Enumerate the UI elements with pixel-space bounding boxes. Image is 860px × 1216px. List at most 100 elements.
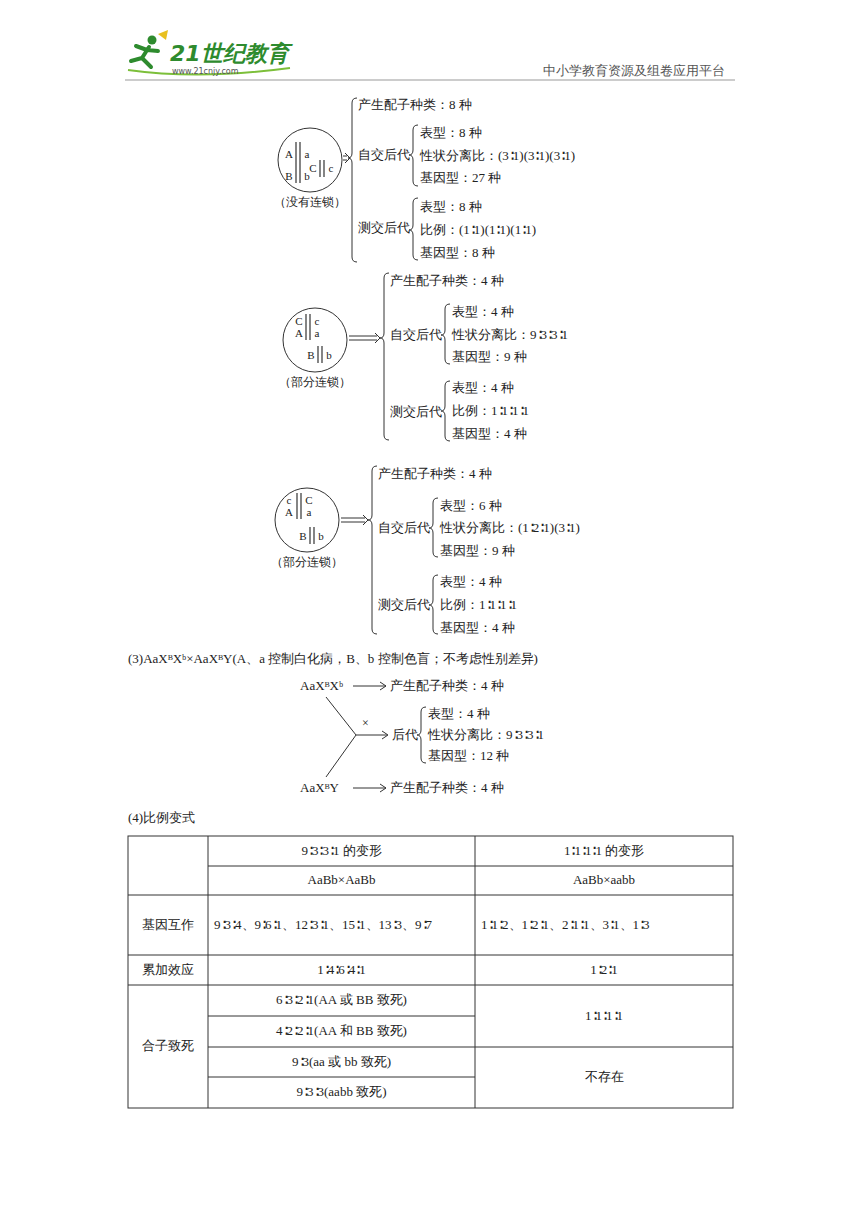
curly-brace xyxy=(409,125,418,186)
tree-label: 表型：4 种 xyxy=(428,704,490,724)
tree-label: × xyxy=(362,716,369,730)
table-cell: 不存在 xyxy=(475,1047,733,1108)
tree-label: 自交后代 xyxy=(378,518,430,538)
table-cell: 9∶3∶3∶1 的变形 xyxy=(208,836,475,866)
table-cell: 9∶3∶3(aabb 致死) xyxy=(208,1077,475,1108)
gene-letter: B xyxy=(299,531,306,542)
tree-label: 表型：4 种 xyxy=(452,378,514,398)
table-cell: AaBb×aabb xyxy=(475,866,733,895)
tree-label: AaXᴮXᵇ xyxy=(300,676,343,696)
tree-label: 测交后代 xyxy=(390,402,442,422)
gene-letter: A xyxy=(285,507,293,518)
gene-letter: b xyxy=(318,531,324,542)
curly-brace xyxy=(409,198,418,260)
gene-letter: A xyxy=(295,328,303,339)
tree-label: 基因型：9 种 xyxy=(452,347,527,367)
gene-letter: a xyxy=(307,507,312,518)
diagram-caption: （没有连锁） xyxy=(260,194,360,211)
table-cell: 基因互作 xyxy=(128,895,208,955)
tree-label: 产生配子种类：8 种 xyxy=(358,95,472,115)
table-cell: 4∶2∶2∶1(AA 和 BB 致死) xyxy=(208,1016,475,1047)
section-heading: (3)AaXᴮXᵇ×AaXᴮY(A、a 控制白化病，B、b 控制色盲；不考虑性别… xyxy=(128,649,538,669)
tree-label: 自交后代 xyxy=(390,325,442,345)
cross-lines xyxy=(326,697,388,777)
single-arrow xyxy=(353,682,386,690)
diagram-caption: （部分连锁） xyxy=(257,554,357,571)
tree-label: 产生配子种类：4 种 xyxy=(378,464,492,484)
diagram-caption: （部分连锁） xyxy=(265,374,365,391)
gene-letter: c xyxy=(329,163,334,174)
tree-label: 表型：6 种 xyxy=(440,496,502,516)
tree-label: 比例：1∶1∶1∶1 xyxy=(440,595,517,615)
table-cell: 1∶2∶1 xyxy=(475,955,733,985)
table-cell: 6∶3∶2∶1(AA 或 BB 致死) xyxy=(208,985,475,1016)
cell-outline xyxy=(260,126,360,196)
tree-label: 基因型：9 种 xyxy=(440,541,515,561)
tree-label: 基因型：4 种 xyxy=(452,424,527,444)
chromosome-circle: CcAaBb （部分连锁） xyxy=(265,306,365,396)
gene-letter: B xyxy=(285,171,292,182)
double-arrow xyxy=(341,515,368,525)
tree-label: 基因型：8 种 xyxy=(420,243,495,263)
tree-label: 表型：8 种 xyxy=(420,123,482,143)
tree-label: 性状分离比：9∶3∶3∶1 xyxy=(428,725,544,745)
gene-letter: C xyxy=(309,163,316,174)
table-cell: 合子致死 xyxy=(128,985,208,1108)
gene-letter: A xyxy=(285,149,293,160)
gene-letter: b xyxy=(326,350,332,361)
tree-label: 性状分离比：(1∶2∶1)(3∶1) xyxy=(440,518,580,538)
header-text: 21世纪教育 xyxy=(170,40,289,68)
tree-label: AaXᴮY xyxy=(300,778,339,798)
table-cell: 1∶1∶1∶1 xyxy=(475,985,733,1047)
table-cell: 1∶4∶6∶4∶1 xyxy=(208,955,475,985)
table-cell: 1∶1∶1∶1 的变形 xyxy=(475,836,733,866)
tree-label: 自交后代 xyxy=(358,145,410,165)
double-arrow xyxy=(349,333,380,343)
tree-label: 产生配子种类：4 种 xyxy=(390,676,504,696)
tree-label: 表型：4 种 xyxy=(440,572,502,592)
table-cell: AaBb×AaBb xyxy=(208,866,475,895)
curly-brace xyxy=(380,273,389,440)
tree-label: 基因型：12 种 xyxy=(428,746,509,766)
curly-brace xyxy=(429,498,438,557)
tree-label: 表型：4 种 xyxy=(452,302,514,322)
table-cell: 9∶3∶4、9∶6∶1、12∶3∶1、15∶1、13∶3、9∶7 xyxy=(214,895,470,955)
tree-label: 比例：(1∶1)(1∶1)(1∶1) xyxy=(420,220,536,240)
curly-brace xyxy=(417,707,426,763)
gene-letter: c xyxy=(287,495,292,506)
table-cell: 1∶1∶2、1∶2∶1、2∶1∶1、3∶1、1∶3 xyxy=(481,895,729,955)
section-heading: (4)比例变式 xyxy=(128,808,195,828)
single-arrow xyxy=(353,784,386,792)
tree-label: 性状分离比：9∶3∶3∶1 xyxy=(452,325,568,345)
curly-brace xyxy=(441,304,450,364)
gene-letter: C xyxy=(295,316,302,327)
gene-letter: b xyxy=(304,171,310,182)
curly-brace xyxy=(368,466,377,634)
curly-brace xyxy=(429,575,438,634)
chromosome-circle: AaCcBb （没有连锁） xyxy=(260,126,360,216)
curly-brace xyxy=(348,98,357,262)
gene-letter: c xyxy=(315,316,320,327)
tree-label: 基因型：4 种 xyxy=(440,618,515,638)
gene-letter: B xyxy=(307,350,314,361)
tree-label: 表型：8 种 xyxy=(420,197,482,217)
tree-label: 后代 xyxy=(392,725,418,745)
tree-label: 测交后代 xyxy=(358,218,410,238)
gene-letter: a xyxy=(305,149,310,160)
double-arrow xyxy=(343,153,350,163)
tree-label: 性状分离比：(3∶1)(3∶1)(3∶1) xyxy=(420,146,575,166)
chromosome-circle: c C AaBb （部分连锁） xyxy=(257,486,357,576)
tree-label: 测交后代 xyxy=(378,595,430,615)
tree-label: 产生配子种类：4 种 xyxy=(390,778,504,798)
header-rule xyxy=(125,80,735,81)
gene-letter: a xyxy=(315,328,320,339)
tree-label: 基因型：27 种 xyxy=(420,168,501,188)
header-text: www.21cnjy.com xyxy=(172,66,239,78)
tree-label: 产生配子种类：4 种 xyxy=(390,271,504,291)
gene-letter: C xyxy=(305,495,312,506)
header-text: 中小学教育资源及组卷应用平台 xyxy=(543,62,725,78)
table-cell: 累加效应 xyxy=(128,955,208,985)
table-grid xyxy=(128,836,733,1108)
table-cell: 9∶3(aa 或 bb 致死) xyxy=(208,1047,475,1077)
